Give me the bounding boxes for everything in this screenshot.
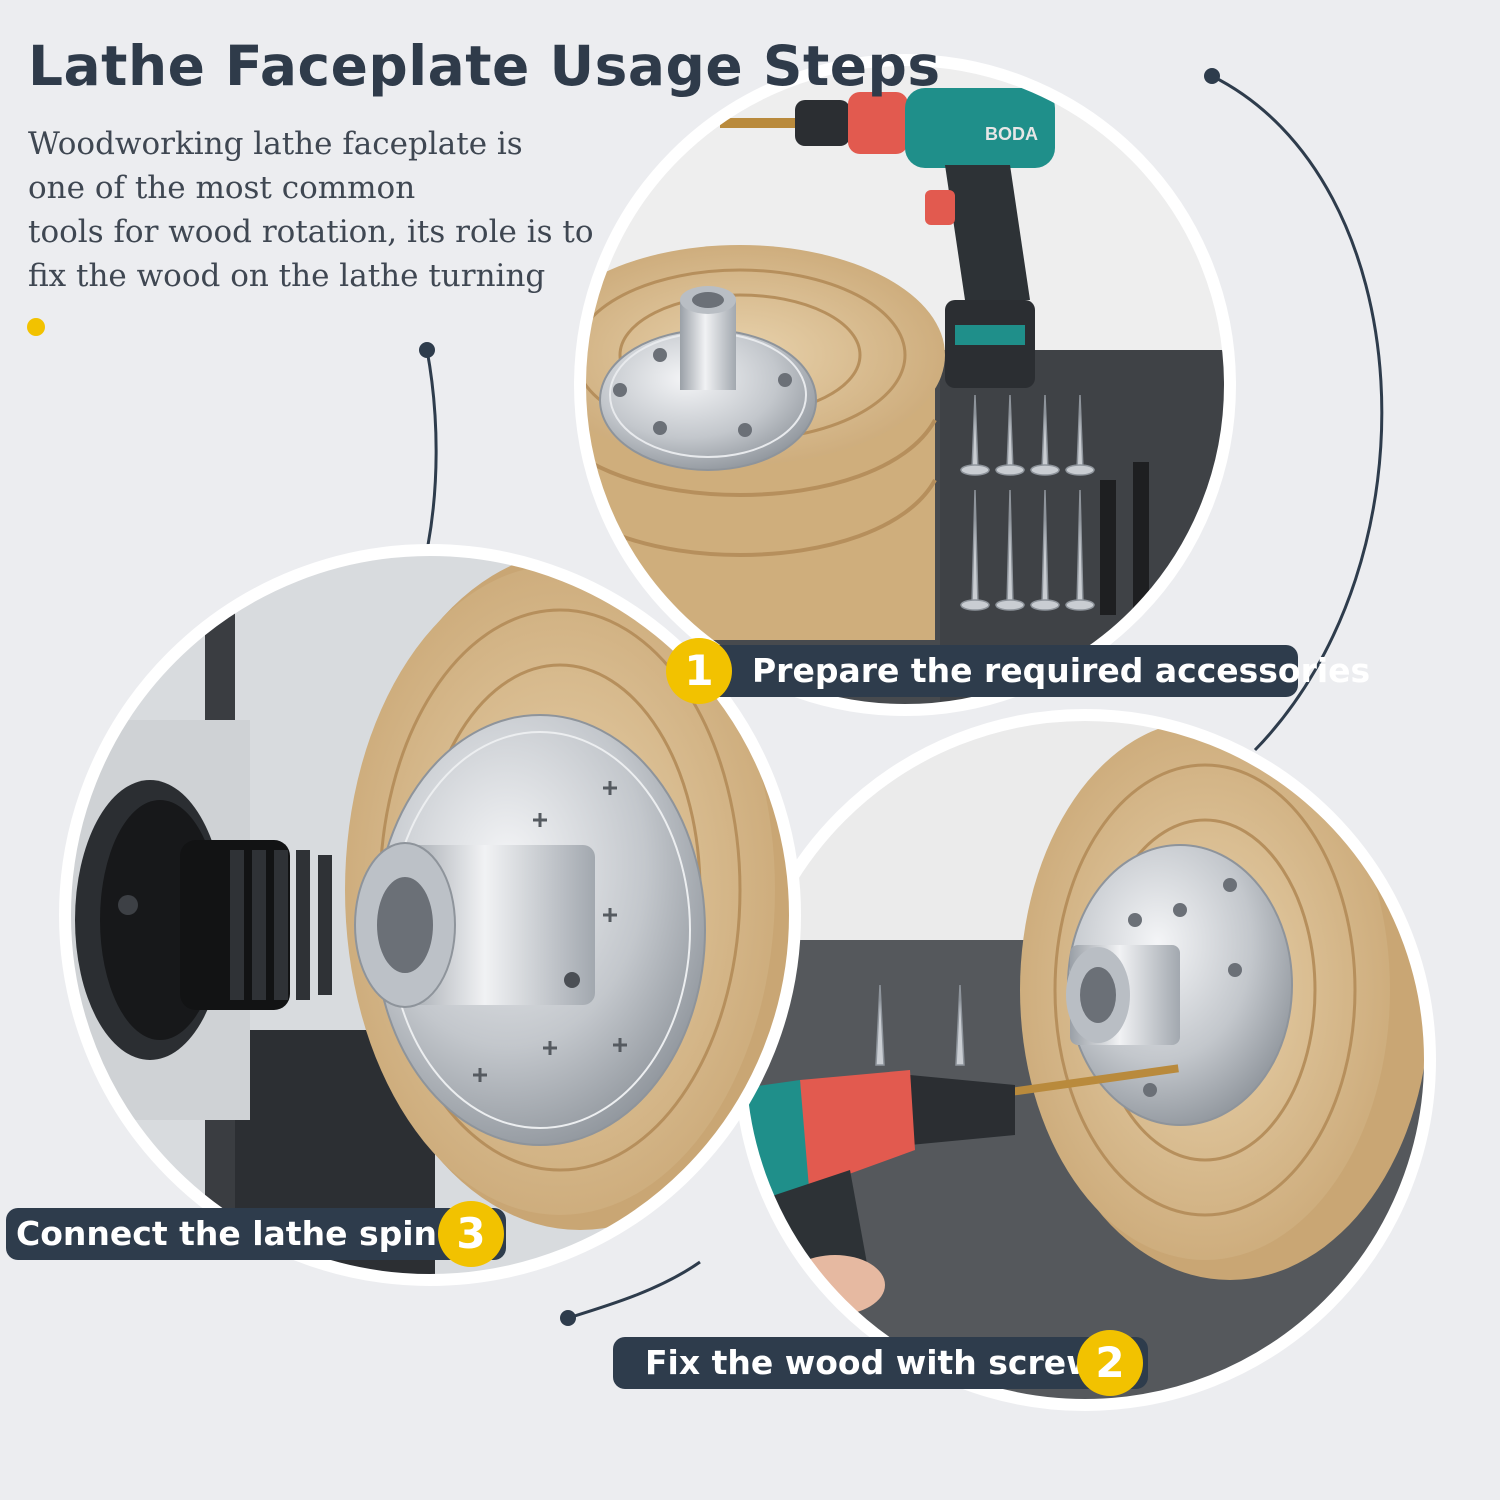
intro-line: Woodworking lathe faceplate is [28, 126, 523, 162]
step-3-text: Connect the lathe spindle [16, 1214, 495, 1253]
connector-dot-bottom [560, 1310, 576, 1326]
connector-line-left [425, 349, 438, 546]
step3-photo [65, 550, 795, 1280]
step-2-text: Fix the wood with screws [645, 1343, 1117, 1382]
connector-dot-right [1204, 68, 1220, 84]
page-title: Lathe Faceplate Usage Steps [28, 34, 941, 98]
intro-line: fix the wood on the lathe turning [28, 258, 546, 294]
connector-dot-left [419, 342, 435, 358]
step-2-badge: 2 [1077, 1330, 1143, 1396]
step-3-label: Connect the lathe spindle 3 [6, 1201, 506, 1267]
drill-brand-text: BODA [985, 124, 1038, 144]
intro-paragraph: Woodworking lathe faceplate is one of th… [28, 122, 608, 298]
step2-photo [740, 715, 1430, 1405]
step-2-label: Fix the wood with screws 2 [613, 1330, 1148, 1396]
step-3-badge: 3 [438, 1201, 504, 1267]
step-1-label: 1 Prepare the required accessories [666, 638, 1370, 704]
intro-line: tools for wood rotation, its role is to [28, 214, 594, 250]
intro-line: one of the most common [28, 170, 416, 206]
connector-line-right [1211, 74, 1384, 752]
step-1-badge: 1 [666, 638, 732, 704]
accent-dot [27, 318, 45, 336]
step-1-text: Prepare the required accessories [752, 651, 1371, 690]
connector-line-bottom [567, 1260, 701, 1320]
